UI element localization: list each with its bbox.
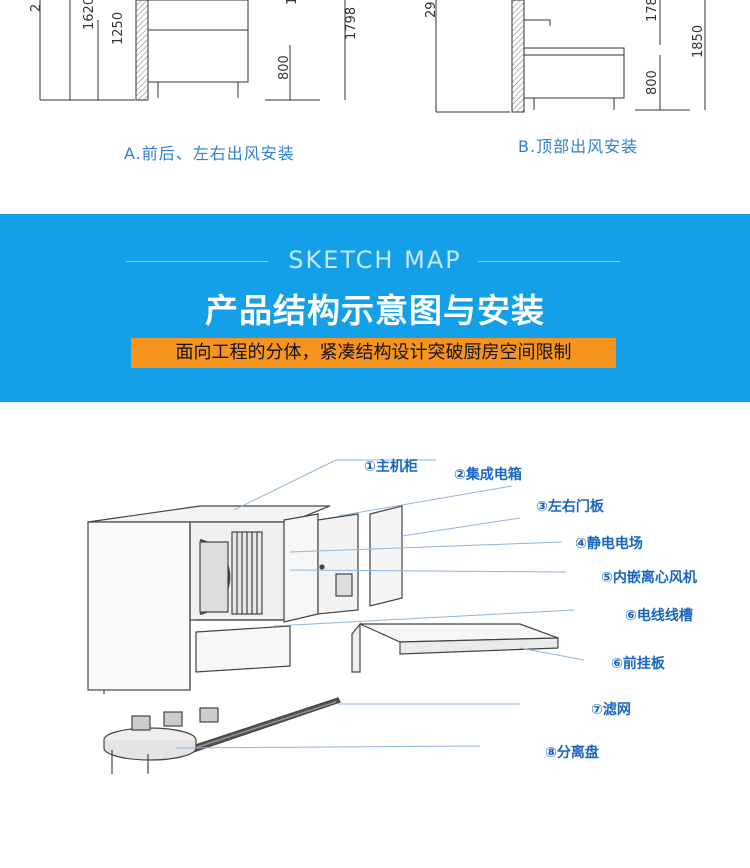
label-main-cabinet: ①主机柜	[364, 459, 418, 475]
dim-a-2: 2	[29, 4, 44, 12]
dim-a-1250: 1250	[111, 12, 126, 45]
label-centrifugal-fan: ⑤内嵌离心风机	[601, 570, 697, 586]
exploded-view	[87, 459, 585, 774]
installation-drawings: 1620 1250 800 1798 2 1 29 178 1850 800	[29, 0, 706, 113]
sketch-map-label: SKETCH MAP	[288, 246, 462, 274]
drawing-b	[435, 0, 706, 113]
dim-a-1798: 1798	[344, 7, 359, 40]
label-electric-box: ②集成电箱	[454, 467, 522, 483]
front-panel-drawing	[351, 622, 559, 673]
caption-option-b: B.顶部出风安装	[518, 137, 639, 156]
dim-a-1620: 1620	[82, 0, 97, 30]
dim-a-800: 800	[277, 55, 292, 80]
section-banner: SKETCH MAP 产品结构示意图与安装 面向工程的分体，紧凑结构设计突破厨房…	[0, 214, 750, 402]
electric-box-drawing	[283, 513, 359, 623]
main-cabinet-drawing	[87, 505, 331, 694]
caption-option-a: A.前后、左右出风安装	[124, 144, 295, 163]
wall-b	[511, 0, 525, 113]
label-cable-trough: ⑥电线线槽	[625, 608, 693, 624]
banner-subtitle: 面向工程的分体，紧凑结构设计突破厨房空间限制	[131, 338, 616, 368]
dim-b-178: 178	[645, 0, 660, 22]
label-front-panel: ⑥前挂板	[611, 656, 665, 672]
structure-diagram: ①主机柜 ②集成电箱 ③左右门板 ④静电电场 ⑤内嵌离心风机 ⑥电线线槽 ⑥前挂…	[0, 402, 750, 868]
drawing-a	[39, 0, 346, 101]
dim-a-1: 1	[285, 0, 300, 5]
label-separator: ⑧分离盘	[545, 745, 599, 761]
cabinet-a	[147, 0, 249, 83]
leader-lines	[175, 459, 585, 749]
tap-b	[524, 19, 551, 26]
label-door-panels: ③左右门板	[536, 499, 604, 515]
banner-line-right	[478, 261, 620, 262]
banner-title: 产品结构示意图与安装	[205, 291, 545, 330]
dim-b-29: 29	[424, 1, 439, 18]
door-panel-drawing	[369, 505, 403, 607]
label-filter: ⑦滤网	[591, 702, 631, 718]
label-electrostatic-field: ④静电电场	[575, 536, 643, 552]
separator-drawing	[103, 707, 219, 774]
dim-b-800: 800	[645, 70, 660, 95]
banner-line-left	[126, 261, 268, 262]
cabinet-b	[523, 47, 625, 99]
wall-a	[135, 0, 149, 101]
installation-section: 1620 1250 800 1798 2 1 29 178 1850 800	[0, 0, 750, 214]
dim-b-1850: 1850	[691, 25, 706, 58]
